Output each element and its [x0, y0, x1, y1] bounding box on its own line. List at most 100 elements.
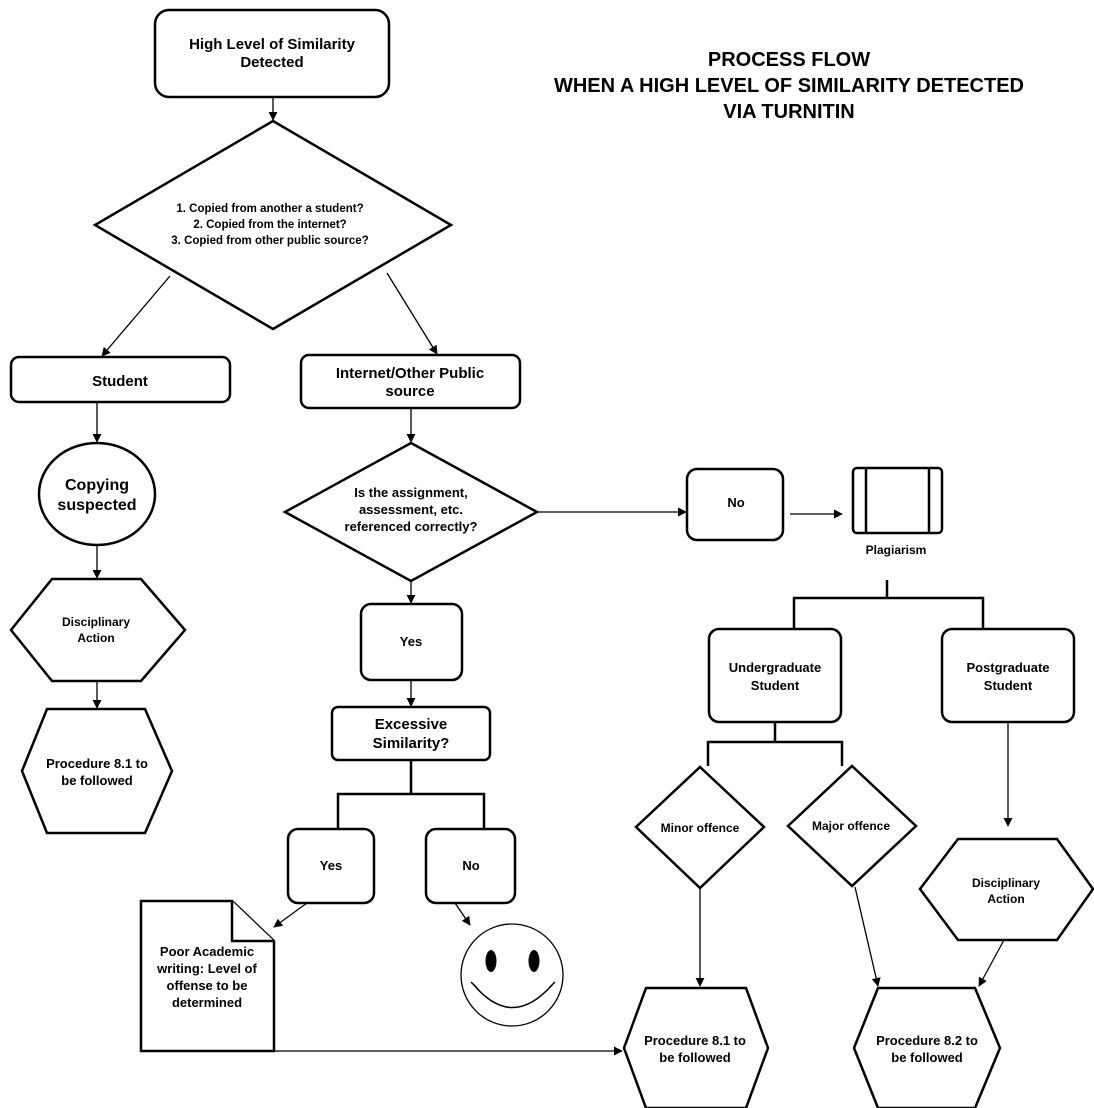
poor-writing-node: Poor Academic writing: Level of offense … [139, 899, 276, 1053]
yes-node: Yes [359, 602, 464, 682]
title-line-2: WHEN A HIGH LEVEL OF SIMILARITY DETECTED [554, 75, 1024, 97]
arrow-no-to-smiley [454, 902, 471, 926]
undergrad-box [707, 627, 843, 724]
undergrad-line-2: Student [751, 678, 800, 693]
excessive-line-2: Similarity? [373, 735, 450, 752]
postgrad-line-1: Postgraduate [966, 660, 1049, 675]
disciplinary-right-line-1: Disciplinary [972, 876, 1040, 890]
questions-diamond [92, 119, 454, 331]
yes-box [359, 602, 464, 682]
disciplinary-left-node: Disciplinary Action [9, 577, 187, 683]
excessive-box [330, 705, 492, 762]
procedure-82-line-2: be followed [891, 1050, 963, 1065]
excessive-yes-box [286, 827, 376, 905]
postgrad-node: Postgraduate Student [940, 627, 1076, 724]
poor-writing-line-1: Poor Academic [160, 944, 254, 959]
disciplinary-left-hexagon [9, 577, 187, 683]
excessive-node: Excessive Similarity? [330, 705, 492, 762]
referenced-line-1: Is the assignment, [354, 485, 467, 500]
arrow-questions-to-internet [386, 272, 438, 355]
postgrad-line-2: Student [984, 678, 1033, 693]
copying-circle [37, 441, 157, 547]
procedure-81-node: Procedure 8.1 to be followed [622, 986, 770, 1108]
disciplinary-left-line-2: Action [77, 631, 114, 645]
question-3: 3. Copied from other public source? [171, 235, 368, 247]
referenced-line-3: referenced correctly? [345, 519, 478, 534]
disciplinary-right-node: Disciplinary Action [918, 837, 1094, 942]
procedure-left-node: Procedure 8.1 to be followed [20, 707, 174, 835]
student-label: Student [92, 373, 148, 390]
procedure-82-line-1: Procedure 8.2 to [876, 1033, 978, 1048]
disciplinary-left-line-1: Disciplinary [62, 615, 130, 629]
minor-diamond [634, 765, 766, 890]
disciplinary-right-line-2: Action [987, 892, 1024, 906]
procedure-left-line-2: be followed [61, 773, 133, 788]
procedure-81-line-2: be followed [659, 1050, 731, 1065]
procedure-81-line-1: Procedure 8.1 to [644, 1033, 746, 1048]
question-2: 2. Copied from the internet? [193, 219, 346, 231]
excessive-no-label: No [462, 858, 479, 873]
no-node: No [685, 467, 785, 542]
student-box [9, 355, 232, 404]
excessive-yes-node: Yes [286, 827, 376, 905]
procedure-81-hexagon [622, 986, 770, 1108]
excessive-no-box [424, 827, 517, 905]
excessive-bracket [336, 792, 486, 828]
procedure-left-line-1: Procedure 8.1 to [46, 756, 148, 771]
undergrad-node: Undergraduate Student [707, 627, 843, 724]
diagram-title: PROCESS FLOW WHEN A HIGH LEVEL OF SIMILA… [554, 49, 1024, 123]
minor-node: Minor offence [634, 765, 766, 890]
questions-decision: 1. Copied from another a student? 2. Cop… [92, 119, 454, 331]
plagiarism-label: Plagiarism [866, 543, 927, 557]
excessive-no-node: No [424, 827, 517, 905]
no-box [685, 467, 785, 542]
no-label: No [727, 495, 744, 510]
arrow-disciplinary-to-procedure-82 [978, 939, 1005, 987]
copying-line-2: suspected [57, 497, 136, 514]
disciplinary-right-hexagon [918, 837, 1094, 942]
poor-writing-line-4: determined [172, 995, 242, 1010]
poor-writing-line-3: offense to be [167, 978, 248, 993]
procedure-82-node: Procedure 8.2 to be followed [852, 986, 1002, 1108]
document-fold [230, 901, 274, 943]
internet-line-2: source [385, 383, 434, 400]
postgrad-box [940, 627, 1076, 724]
question-1: 1. Copied from another a student? [176, 203, 363, 215]
arrow-yes-to-poor-writing [273, 902, 308, 928]
plagiarism-bracket [792, 596, 985, 628]
undergrad-line-1: Undergraduate [729, 660, 821, 675]
copying-node: Copying suspected [37, 441, 157, 547]
internet-node: Internet/Other Public source [299, 353, 522, 410]
internet-line-1: Internet/Other Public [336, 365, 484, 382]
title-line-3: VIA TURNITIN [723, 101, 854, 123]
copying-line-1: Copying [65, 477, 129, 494]
start-line-2: Detected [240, 54, 303, 71]
start-box [153, 8, 391, 99]
procedure-82-hexagon [852, 986, 1002, 1108]
arrow-major-to-procedure [854, 886, 881, 987]
poor-writing-line-2: writing: Level of [156, 961, 257, 976]
student-node: Student [9, 355, 232, 404]
referenced-decision: Is the assignment, assessment, etc. refe… [282, 441, 540, 583]
minor-label: Minor offence [661, 821, 740, 835]
smiley-face-icon [460, 923, 564, 1027]
start-node: High Level of Similarity Detected [153, 8, 391, 99]
bracket-connectors [336, 580, 985, 828]
yes-label: Yes [400, 634, 422, 649]
start-line-1: High Level of Similarity [189, 36, 356, 53]
major-node: Major offence [786, 764, 918, 888]
major-label: Major offence [812, 819, 890, 833]
referenced-diamond [282, 441, 540, 583]
title-line-1: PROCESS FLOW [708, 49, 870, 71]
procedure-left-hexagon [20, 707, 174, 835]
arrow-questions-to-student [101, 275, 171, 357]
plagiarism-node: Plagiarism [851, 466, 944, 557]
referenced-line-2: assessment, etc. [359, 502, 463, 517]
connectors [92, 97, 1013, 1056]
excessive-yes-label: Yes [320, 858, 342, 873]
undergrad-bracket [706, 740, 844, 766]
predefined-process-icon [851, 466, 944, 535]
excessive-line-1: Excessive [375, 716, 448, 733]
internet-box [299, 353, 522, 410]
